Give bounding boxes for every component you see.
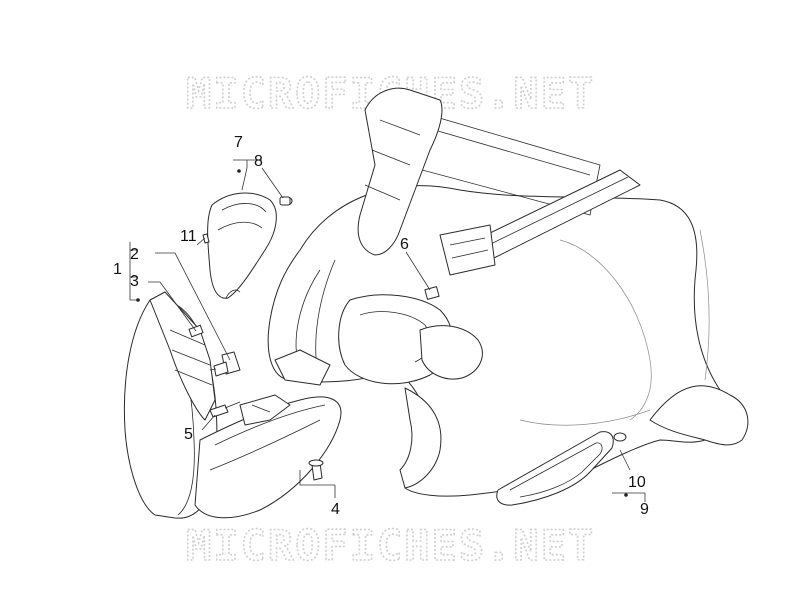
screw [202, 233, 324, 481]
callout-6: 6 [400, 236, 409, 253]
bulb [209, 351, 241, 377]
callout-2: 2 [130, 246, 139, 263]
front-indicator-left [207, 192, 293, 299]
front-indicator-right [496, 431, 627, 506]
watermark-bottom: MICROFICHES.NET [186, 521, 595, 570]
headlight-assembly [123, 291, 342, 519]
leader-lines [129, 159, 646, 502]
callout-3: 3 [130, 273, 139, 290]
reference-dots [136, 169, 628, 497]
callout-1: 1 [113, 261, 122, 278]
callout-4: 4 [331, 501, 340, 518]
callout-labels: 1 2 3 4 5 6 7 8 9 10 11 [113, 134, 649, 518]
callout-11: 11 [180, 228, 197, 245]
callout-5: 5 [184, 426, 193, 443]
callout-8: 8 [254, 153, 263, 170]
callout-7: 7 [234, 134, 243, 151]
front-shield-frame [267, 87, 749, 497]
callout-9: 9 [640, 501, 649, 518]
callout-10: 10 [628, 474, 646, 491]
